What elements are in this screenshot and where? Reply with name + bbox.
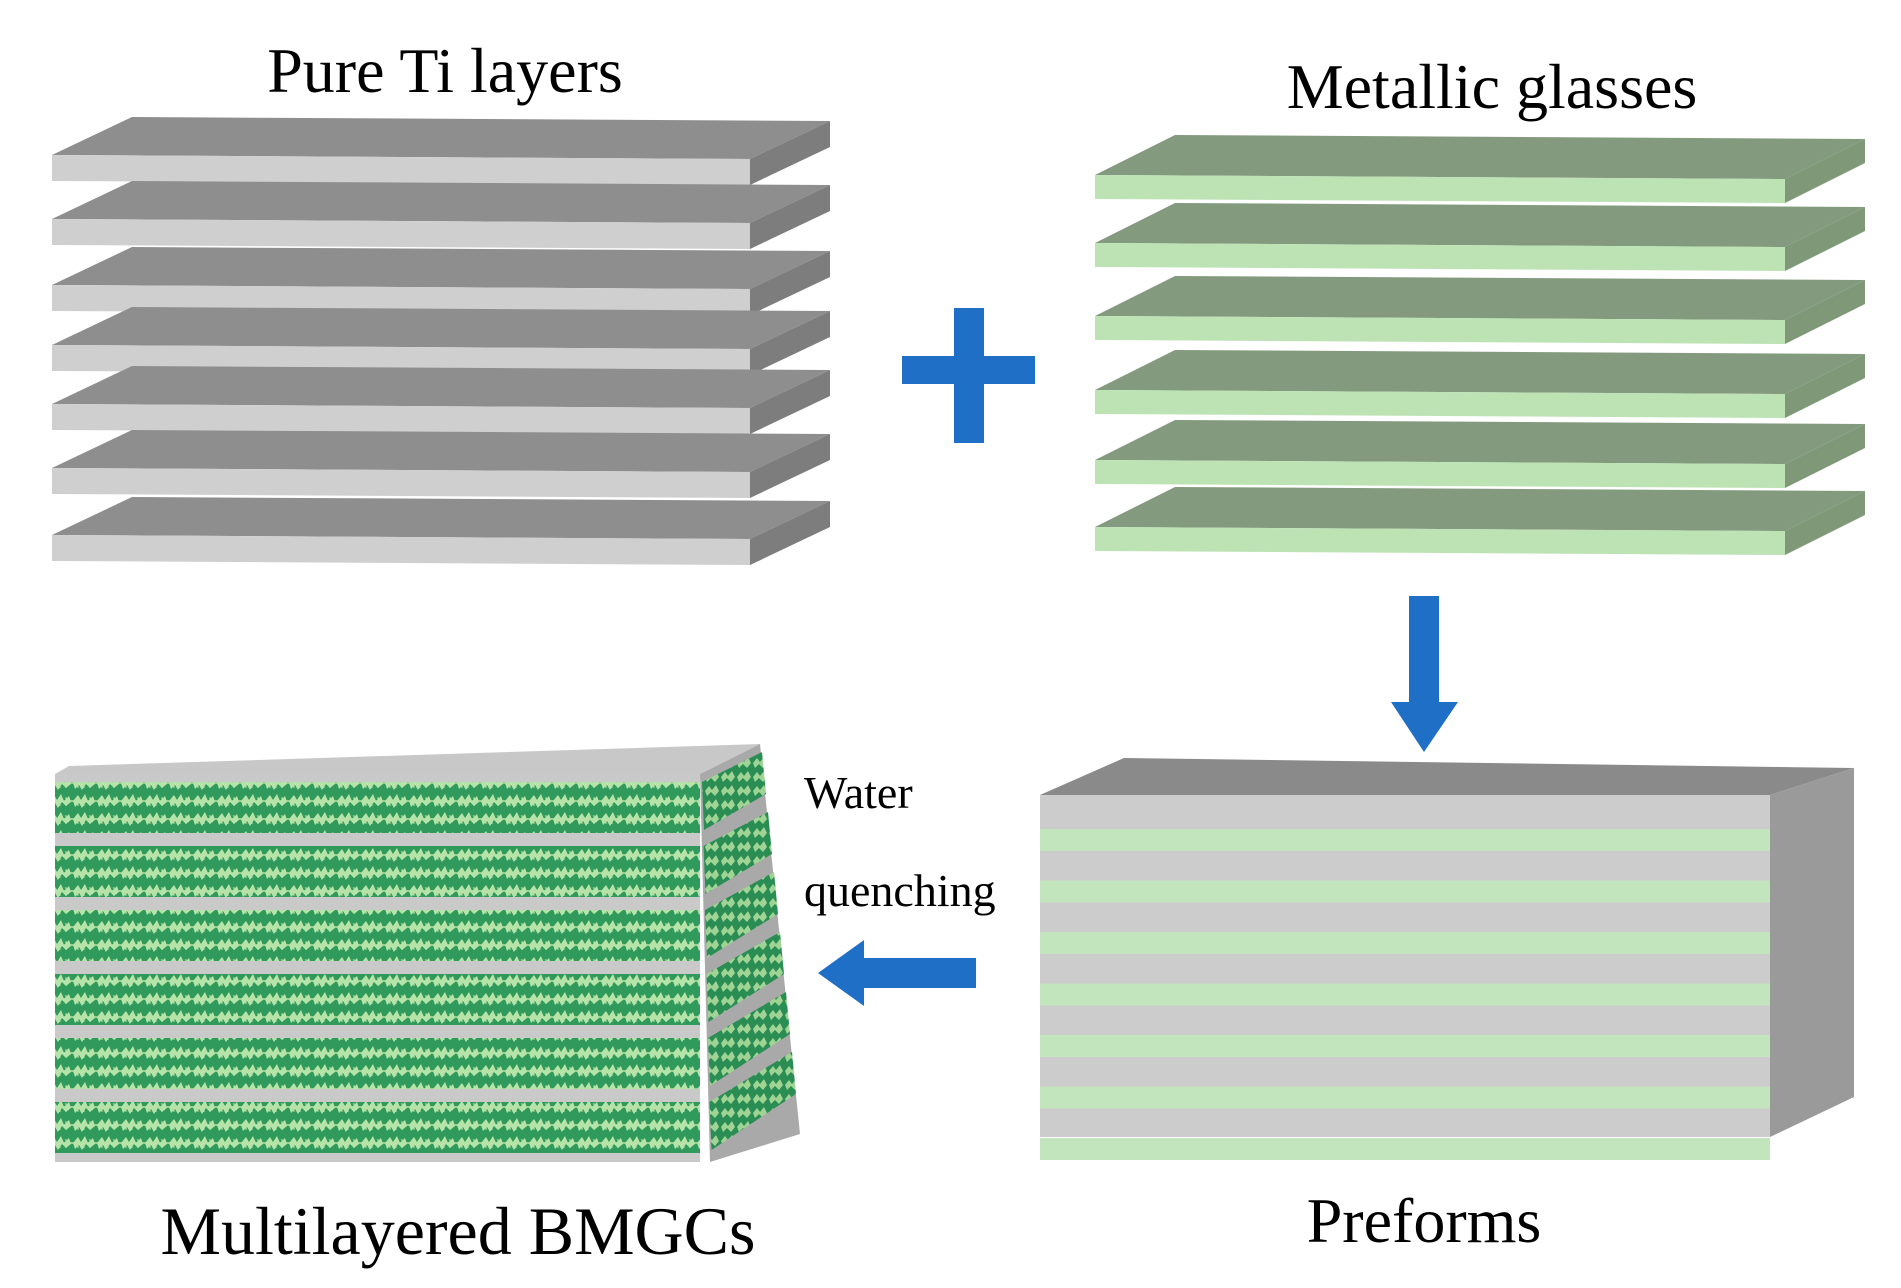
- mg-layer-3-side: [1785, 280, 1865, 344]
- mg-layer-2: [1095, 203, 1865, 271]
- preform-front: [1040, 795, 1770, 1137]
- mg-layer-6-side: [1785, 491, 1865, 555]
- preform-glass-stripe-2: [1040, 880, 1770, 903]
- arrow-left-icon: [818, 940, 976, 1006]
- bmgc-composite-layer-3: [55, 910, 700, 961]
- ti-layer-3: [52, 247, 830, 315]
- mg-layer-4-side: [1785, 354, 1865, 418]
- preform-glass-stripe-7: [1040, 1138, 1770, 1160]
- mg-layer-2-front: [1095, 243, 1785, 271]
- bmgc-side-layer-1: [702, 752, 766, 830]
- mg-layer-3: [1095, 276, 1865, 344]
- ti-layer-4-top: [52, 307, 830, 349]
- mg-layer-6: [1095, 487, 1865, 555]
- ti-layer-1-top: [52, 117, 830, 159]
- preform-glass-stripe-3: [1040, 932, 1770, 954]
- metallic-glass-stack: [1095, 135, 1865, 555]
- ti-layer-7: [52, 497, 830, 565]
- mg-layer-1-front: [1095, 175, 1785, 203]
- arrow-down-icon: [1391, 596, 1458, 752]
- ti-layer-5-top: [52, 366, 830, 408]
- ti-layer-3-side: [750, 251, 830, 315]
- ti-layer-2-front: [52, 219, 750, 249]
- ti-layer-1-front: [52, 155, 750, 185]
- ti-layer-7-top: [52, 497, 830, 539]
- ti-layer-1: [52, 117, 830, 185]
- ti-layer-3-top: [52, 247, 830, 289]
- quenching-label: quenching: [804, 865, 996, 916]
- ti-layer-2-top: [52, 181, 830, 223]
- mg-layer-2-top: [1095, 203, 1865, 247]
- mg-layer-1-side: [1785, 139, 1865, 203]
- ti-layer-3-front: [52, 285, 750, 315]
- mg-layer-5: [1095, 420, 1865, 488]
- mg-layer-1: [1095, 135, 1865, 203]
- ti-layer-4: [52, 307, 830, 375]
- bmgc-top: [55, 744, 760, 774]
- bmgc-side-layer-4: [706, 932, 784, 1022]
- ti-layer-2: [52, 181, 830, 249]
- mg-layer-4-top: [1095, 350, 1865, 394]
- bmgc-composite-layer-1: [55, 782, 700, 833]
- bmgc-block: [55, 744, 800, 1162]
- mg-layer-4-front: [1095, 390, 1785, 418]
- ti-layer-stack: [52, 117, 830, 565]
- mg-layer-1-top: [1095, 135, 1865, 179]
- mg-layer-5-top: [1095, 420, 1865, 464]
- bmgc-side-layer-2: [703, 812, 772, 894]
- ti-layer-5-front: [52, 404, 750, 434]
- mg-layer-3-top: [1095, 276, 1865, 320]
- bmgc-composite-layer-2: [55, 846, 700, 897]
- preform-glass-stripe-6: [1040, 1086, 1770, 1109]
- mg-layer-6-top: [1095, 487, 1865, 531]
- water-label: Water: [804, 767, 913, 818]
- ti-layer-4-side: [750, 311, 830, 375]
- ti-layer-6-side: [750, 434, 830, 498]
- mg-layer-6-front: [1095, 527, 1785, 555]
- preform-block: [1040, 758, 1854, 1160]
- bmgc-side-layer-6: [709, 1052, 796, 1150]
- ti-layer-2-side: [750, 185, 830, 249]
- mg-layer-3-front: [1095, 316, 1785, 344]
- bmgc-composite-layer-6: [55, 1102, 700, 1153]
- ti-layer-6: [52, 430, 830, 498]
- preform-side: [1770, 768, 1854, 1137]
- ti-layer-6-top: [52, 430, 830, 472]
- preform-glass-stripe-4: [1040, 983, 1770, 1006]
- ti-layers-label: Pure Ti layers: [267, 35, 623, 106]
- ti-layer-5-side: [750, 370, 830, 434]
- bmgc-label: Multilayered BMGCs: [161, 1193, 756, 1269]
- mg-layer-4: [1095, 350, 1865, 418]
- preforms-label: Preforms: [1307, 1185, 1542, 1256]
- bmgc-side-layer-3: [705, 872, 778, 958]
- preform-glass-stripe-5: [1040, 1035, 1770, 1057]
- plus-icon: [902, 308, 1035, 443]
- ti-layer-7-front: [52, 535, 750, 565]
- bmgc-composite-layer-4: [55, 974, 700, 1025]
- mg-layer-2-side: [1785, 207, 1865, 271]
- bmgc-front: [55, 774, 700, 1162]
- preform-glass-stripe-1: [1040, 829, 1770, 851]
- metallic-glasses-label: Metallic glasses: [1287, 51, 1698, 122]
- ti-layer-7-side: [750, 501, 830, 565]
- ti-layer-1-side: [750, 121, 830, 185]
- ti-layer-5: [52, 366, 830, 434]
- bmgc-composite-layer-5: [55, 1038, 700, 1089]
- bmgc-side-layer-5: [708, 992, 790, 1086]
- ti-layer-6-front: [52, 468, 750, 498]
- preform-top: [1040, 758, 1854, 795]
- mg-layer-5-side: [1785, 424, 1865, 488]
- mg-layer-5-front: [1095, 460, 1785, 488]
